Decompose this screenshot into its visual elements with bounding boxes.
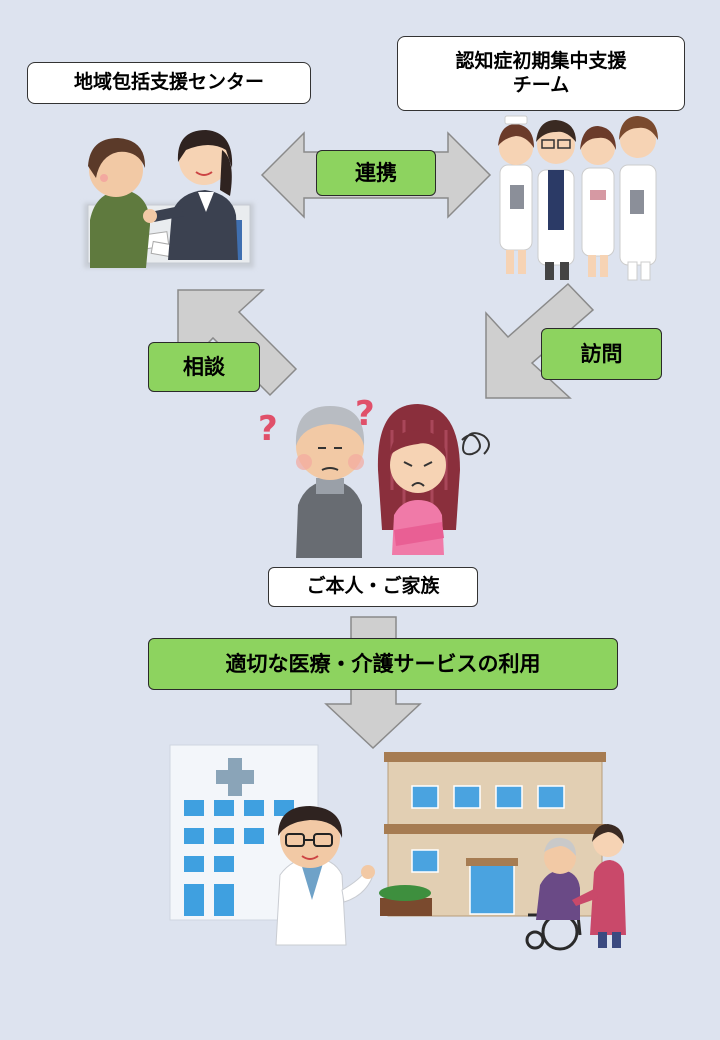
renkei-label-text: 連携: [355, 160, 397, 185]
soudan-label-text: 相談: [183, 354, 225, 379]
services-label: 適切な医療・介護サービスの利用: [148, 638, 618, 690]
family-label-text: ご本人・ご家族: [306, 575, 440, 598]
center-label-text: 地域包括支援センター: [73, 71, 264, 94]
houmon-label: 訪問: [541, 328, 662, 380]
svg-text:?: ?: [258, 409, 278, 449]
person-family-illustration: ? ?: [258, 394, 490, 558]
center-label: 地域包括支援センター: [27, 62, 311, 104]
services-label-text: 適切な医療・介護サービスの利用: [225, 651, 541, 676]
team-label: 認知症初期集中支援 チーム: [397, 36, 685, 111]
team-label-line1: 認知症初期集中支援: [455, 49, 627, 72]
consultation-illustration: [84, 130, 254, 268]
arrow-houmon: [485, 282, 595, 399]
renkei-label: 連携: [316, 150, 436, 196]
care-facility-illustration: [379, 752, 626, 951]
houmon-label-text: 訪問: [580, 341, 623, 366]
soudan-label: 相談: [148, 342, 260, 392]
hospital-illustration: [169, 744, 375, 946]
family-label: ご本人・ご家族: [268, 567, 478, 607]
medical-team-illustration: [498, 115, 658, 281]
team-label-line2: チーム: [512, 73, 570, 96]
